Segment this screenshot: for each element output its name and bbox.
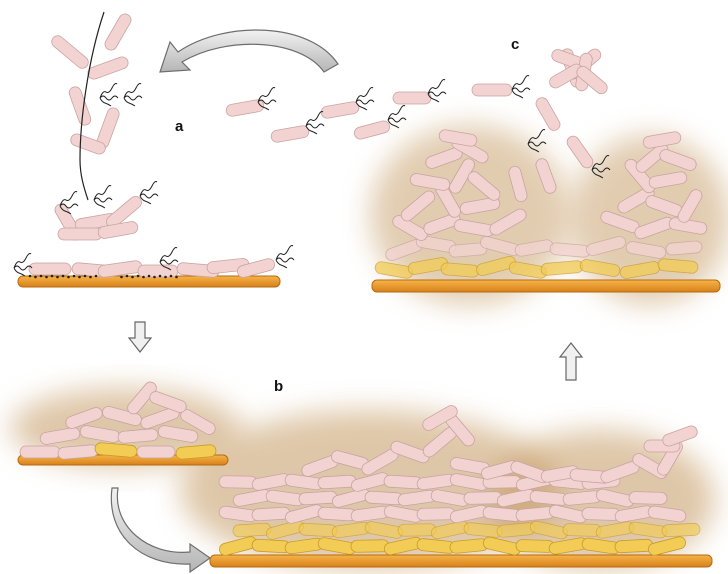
label-a: a bbox=[175, 118, 183, 135]
up-arrow bbox=[560, 343, 582, 380]
embedded-cell bbox=[252, 539, 291, 553]
adhesin-dot bbox=[137, 275, 140, 278]
bacterial-cell bbox=[137, 446, 175, 458]
adhesin-dot bbox=[73, 275, 76, 278]
embedded-cell bbox=[233, 523, 272, 537]
bacterial-cell bbox=[318, 475, 357, 489]
adhesin-dot bbox=[170, 275, 173, 278]
bacterial-cell bbox=[629, 492, 667, 505]
bacterial-cell bbox=[270, 125, 310, 143]
adhesin-dot bbox=[51, 275, 54, 278]
bacterial-cell bbox=[252, 507, 291, 521]
adhesin-dot bbox=[34, 276, 37, 279]
adhesin-dot bbox=[164, 276, 167, 279]
bacterial-cell bbox=[582, 508, 620, 521]
adhesin-dot bbox=[78, 276, 81, 279]
embedded-cell bbox=[516, 540, 554, 553]
bacterial-cell bbox=[318, 507, 357, 521]
adhesin-dot bbox=[153, 276, 156, 279]
curved-arrow-top bbox=[160, 30, 338, 72]
bacterial-cell bbox=[464, 492, 502, 505]
adhesin-dot bbox=[67, 276, 70, 279]
down-arrow bbox=[129, 322, 151, 352]
adhesin-dot bbox=[29, 275, 32, 278]
flagellum bbox=[512, 76, 530, 99]
adhesin-dot bbox=[175, 276, 178, 279]
flagellum bbox=[94, 186, 112, 209]
bacterial-cell bbox=[472, 84, 512, 96]
bacterial-cell bbox=[49, 33, 90, 70]
bacterial-cell bbox=[68, 85, 93, 127]
bacterial-cell bbox=[29, 263, 71, 275]
filament-line bbox=[80, 12, 104, 200]
flagellum bbox=[140, 182, 158, 205]
adhesin-dot bbox=[56, 276, 59, 279]
embedded-cell bbox=[563, 524, 601, 537]
flagellum bbox=[276, 246, 294, 269]
flagellum bbox=[100, 84, 118, 107]
bacterial-cell bbox=[384, 475, 423, 489]
adhesin-dot bbox=[95, 275, 98, 278]
adhesin-dot bbox=[126, 275, 129, 278]
bacterial-cell bbox=[353, 120, 391, 141]
adhesin-dot bbox=[142, 276, 145, 279]
bacterial-cell bbox=[393, 92, 431, 104]
label-c: c bbox=[511, 36, 519, 53]
adhesin-dot bbox=[131, 276, 134, 279]
bacterial-cell bbox=[299, 491, 338, 505]
embedded-cell bbox=[615, 539, 654, 553]
bacterial-cell bbox=[20, 446, 60, 458]
bacterial-cell bbox=[97, 260, 142, 278]
adhesin-dot bbox=[120, 276, 123, 279]
adhesin-dot bbox=[84, 275, 87, 278]
bacterial-cell bbox=[103, 12, 133, 53]
flagellum bbox=[14, 254, 32, 277]
bacterial-cell bbox=[365, 491, 404, 505]
adhesin-dot bbox=[62, 275, 65, 278]
bacterial-cell bbox=[565, 134, 595, 170]
bacterial-cell bbox=[86, 55, 130, 81]
substrate-mature bbox=[210, 555, 712, 567]
adhesin-dot bbox=[148, 275, 151, 278]
bacterial-cell bbox=[666, 240, 703, 255]
flagellum bbox=[388, 106, 406, 129]
bacterial-cell bbox=[219, 476, 257, 489]
label-b: b bbox=[274, 378, 283, 395]
embedded-cell bbox=[398, 524, 436, 537]
bacterial-cell bbox=[534, 95, 562, 132]
embedded-cell bbox=[351, 540, 389, 553]
adhesin-dot bbox=[159, 275, 162, 278]
bacterial-cell bbox=[58, 228, 102, 240]
substrate-dispersal bbox=[372, 280, 720, 292]
adhesin-dot bbox=[89, 276, 92, 279]
embedded-cell bbox=[299, 523, 338, 537]
embedded-cell bbox=[662, 523, 701, 537]
flagellum bbox=[124, 84, 142, 107]
bacterial-cell bbox=[320, 101, 360, 119]
bacterial-cell bbox=[417, 508, 455, 521]
adhesin-dot bbox=[45, 276, 48, 279]
adhesin-dot bbox=[40, 275, 43, 278]
